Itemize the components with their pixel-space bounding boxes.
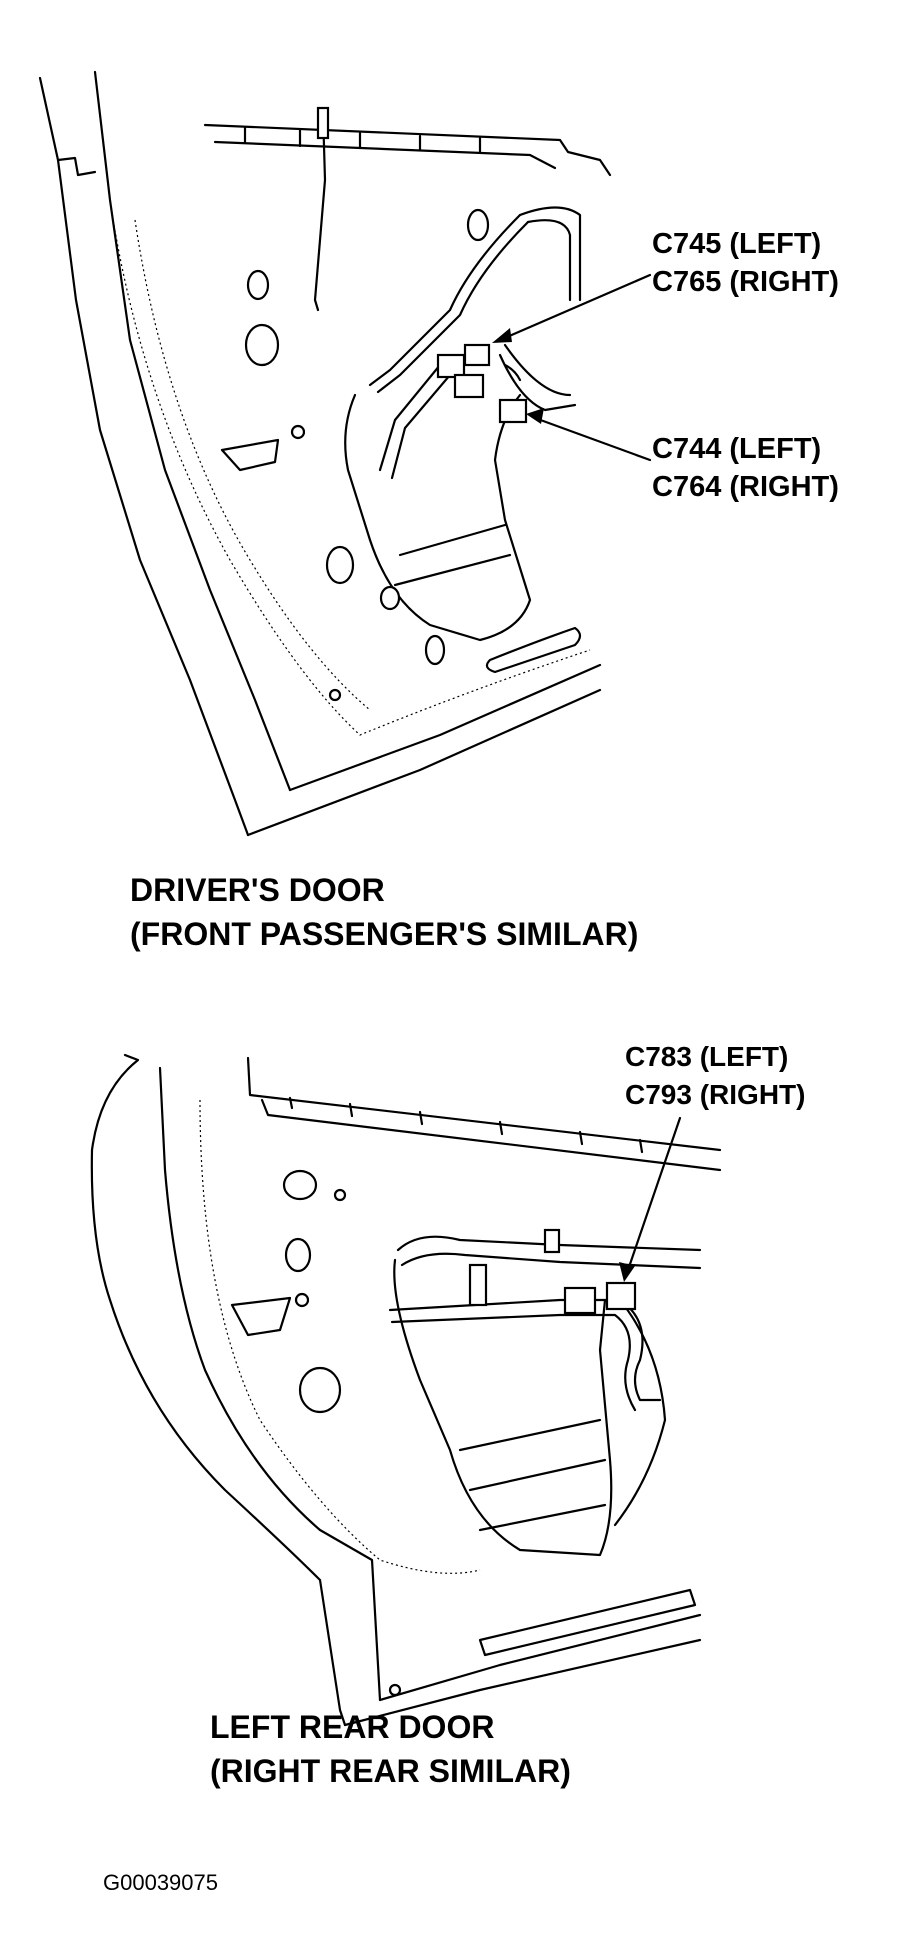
panel-hole bbox=[244, 323, 280, 367]
rear-clip bbox=[468, 1263, 488, 1307]
window-frame-lower bbox=[213, 140, 557, 170]
callout-line: C744 (LEFT) bbox=[652, 433, 822, 465]
caption-line: DRIVER'S DOOR bbox=[130, 872, 385, 908]
callout-c783: C783 (LEFT) C793 (RIGHT) bbox=[625, 1038, 805, 1114]
panel-hole bbox=[246, 269, 270, 301]
rear-flank bbox=[613, 1298, 667, 1527]
callout-line: C793 (RIGHT) bbox=[625, 1079, 806, 1110]
wire-upper bbox=[518, 206, 582, 302]
callout-c745: C745 (LEFT) C765 (RIGHT) bbox=[652, 225, 839, 301]
callout-line: C745 (LEFT) bbox=[652, 228, 822, 260]
connector-block bbox=[436, 353, 466, 379]
rear-panel-hole bbox=[298, 1366, 342, 1414]
handle-recess bbox=[220, 438, 280, 472]
callout-line: C764 (RIGHT) bbox=[652, 471, 839, 503]
caption-line: (RIGHT REAR SIMILAR) bbox=[210, 1753, 571, 1789]
rear-handle-recess bbox=[230, 1296, 292, 1337]
panel-hole bbox=[328, 688, 342, 702]
rear-panel-hole bbox=[282, 1169, 318, 1201]
rear-bottom-slot bbox=[478, 1588, 697, 1657]
panel-contour bbox=[109, 199, 591, 736]
leader-c783 bbox=[626, 1116, 682, 1272]
rear-panel-hole bbox=[284, 1237, 312, 1273]
door-flange bbox=[56, 156, 97, 177]
leader-c745 bbox=[498, 273, 652, 342]
door-bottom-edge bbox=[246, 688, 602, 837]
rear-wire-harness bbox=[396, 1235, 702, 1252]
arrow-head bbox=[619, 1262, 635, 1282]
rear-door-bottom-lip bbox=[378, 1613, 702, 1702]
callout-line: C783 (LEFT) bbox=[625, 1041, 789, 1072]
rear-frame-notches bbox=[288, 1096, 644, 1154]
rear-service-opening bbox=[393, 1258, 613, 1557]
rear-door-bottom bbox=[343, 1638, 702, 1727]
arrow-head bbox=[526, 408, 544, 424]
callout-line: C765 (RIGHT) bbox=[652, 266, 839, 298]
rear-panel-hole bbox=[294, 1292, 310, 1308]
window-frame-top bbox=[203, 123, 612, 177]
door-bottom-lip bbox=[288, 663, 602, 792]
rear-panel-hole bbox=[333, 1188, 347, 1202]
frame-notches bbox=[243, 126, 482, 154]
rear-door-frame-top-2 bbox=[260, 1098, 722, 1172]
rear-wire-harness-2 bbox=[400, 1252, 702, 1270]
connector-c744 bbox=[498, 398, 528, 424]
rear-door-frame-top bbox=[246, 1056, 722, 1152]
caption-driver-door: DRIVER'S DOOR (FRONT PASSENGER'S SIMILAR… bbox=[130, 868, 638, 956]
leader-c744 bbox=[533, 416, 652, 462]
opening-rib bbox=[393, 523, 512, 587]
wire-branch bbox=[378, 363, 452, 480]
service-opening bbox=[344, 393, 532, 642]
caption-line: LEFT REAR DOOR bbox=[210, 1709, 495, 1745]
drain-slot bbox=[485, 626, 582, 674]
panel-hole bbox=[290, 424, 306, 440]
rear-opening-rib bbox=[458, 1418, 607, 1532]
rear-wire-lower bbox=[388, 1298, 662, 1402]
wire-harness bbox=[368, 213, 522, 387]
clip bbox=[503, 363, 522, 382]
rear-panel-hole bbox=[388, 1683, 402, 1697]
wire-harness-2 bbox=[376, 220, 530, 394]
rear-clip bbox=[543, 1228, 561, 1254]
panel-hole bbox=[379, 585, 401, 611]
caption-rear-door: LEFT REAR DOOR (RIGHT REAR SIMILAR) bbox=[210, 1705, 571, 1793]
callout-c744: C744 (LEFT) C764 (RIGHT) bbox=[652, 430, 839, 506]
rear-door-outer-edge bbox=[90, 1053, 347, 1727]
arrow-head bbox=[492, 328, 512, 343]
rod-knob bbox=[316, 106, 330, 140]
caption-line: (FRONT PASSENGER'S SIMILAR) bbox=[130, 916, 639, 952]
connector-block bbox=[453, 373, 485, 399]
panel-hole bbox=[424, 634, 446, 666]
rear-door-edge-2 bbox=[158, 1066, 382, 1702]
connector-c783 bbox=[605, 1281, 637, 1311]
figure-id: G00039075 bbox=[103, 1870, 218, 1895]
lock-rod bbox=[313, 110, 327, 312]
rear-panel-contour bbox=[199, 1099, 481, 1574]
rear-wire-lower-2 bbox=[390, 1313, 637, 1412]
panel-hole bbox=[466, 208, 490, 242]
door-outer-edge bbox=[38, 76, 250, 837]
panel-hole bbox=[325, 545, 355, 585]
connector-block bbox=[563, 1286, 597, 1315]
